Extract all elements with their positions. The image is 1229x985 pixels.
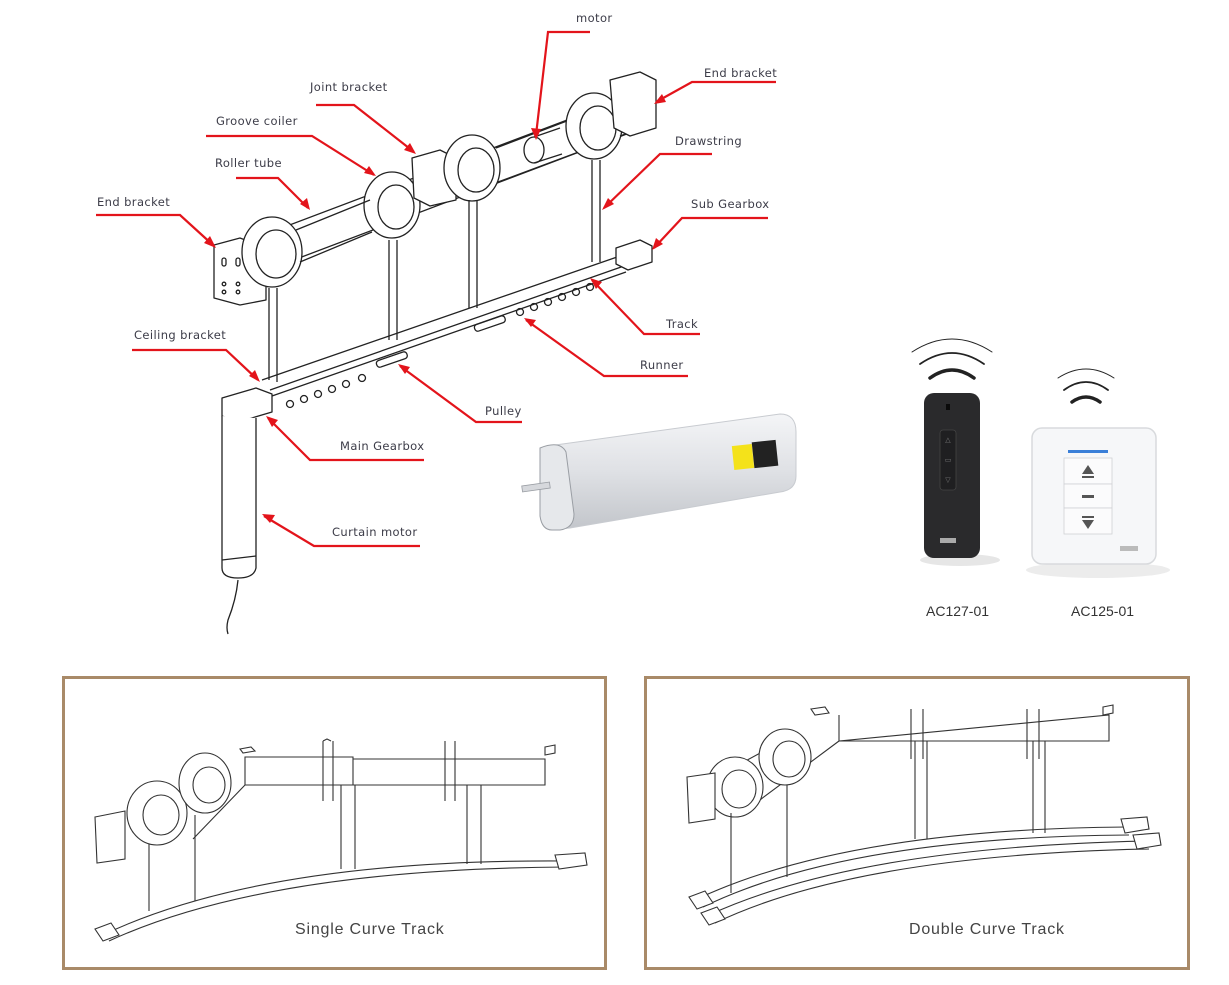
arrowhead-drawstring <box>602 198 614 210</box>
callout-end-bracket-right: End bracket <box>704 66 778 80</box>
callout-line-drawstring <box>603 152 712 209</box>
wireless-signal-icon-switch <box>1057 368 1115 379</box>
double-curve-track-panel: Double Curve Track <box>644 676 1190 970</box>
single-curve-track-panel: Single Curve Track <box>62 676 607 970</box>
svg-text:▽: ▽ <box>945 476 951 484</box>
arrowhead-ceiling-bracket <box>249 370 260 382</box>
main-assembly-drawing <box>96 30 776 635</box>
callout-sub-gearbox: Sub Gearbox <box>691 197 770 211</box>
down-arrow-icon <box>1082 516 1094 529</box>
wall-switch-model-label: AC125-01 <box>1071 603 1135 619</box>
callout-line-end-bracket-right <box>655 80 776 103</box>
up-arrow-icon <box>1082 465 1094 478</box>
callout-groove-coiler: Groove coiler <box>216 114 298 128</box>
callout-end-bracket-left: End bracket <box>97 195 171 209</box>
svg-text:▭: ▭ <box>945 456 952 464</box>
double-curve-track-drawing <box>686 704 1162 926</box>
callout-runner: Runner <box>640 358 684 372</box>
callout-line-groove-coiler <box>206 134 375 176</box>
arrowhead-pulley <box>398 364 410 374</box>
svg-text:△: △ <box>945 436 951 444</box>
callout-line-sub-gearbox <box>653 216 768 249</box>
callout-main-gearbox: Main Gearbox <box>340 439 425 453</box>
arrowhead-runner <box>524 318 536 327</box>
callout-track: Track <box>666 317 699 331</box>
callout-line-main-gearbox <box>267 417 424 462</box>
arrowhead-joint-bracket <box>404 143 416 154</box>
double-curve-track-title: Double Curve Track <box>909 921 1065 938</box>
arrowhead-main-gearbox <box>266 416 278 427</box>
single-curve-track-drawing <box>94 738 588 942</box>
remote-model-label: AC127-01 <box>926 603 990 619</box>
callout-line-joint-bracket <box>316 103 415 153</box>
callout-drawstring: Drawstring <box>675 134 743 148</box>
callout-curtain-motor: Curtain motor <box>332 525 418 539</box>
arrowhead-sub-gearbox <box>652 238 663 250</box>
callout-ceiling-bracket: Ceiling bracket <box>134 328 227 342</box>
stop-icon <box>1082 495 1094 498</box>
callout-motor: motor <box>576 11 613 25</box>
callout-line-pulley <box>399 365 522 424</box>
callout-line-ceiling-bracket <box>132 348 259 381</box>
arrowhead-track <box>590 278 602 289</box>
callout-line-curtain-motor <box>263 515 420 548</box>
callout-line-end-bracket-left <box>96 213 215 247</box>
callout-line-runner <box>525 319 688 378</box>
callout-pulley: Pulley <box>485 404 522 418</box>
callout-roller-tube: Roller tube <box>215 156 282 170</box>
callout-line-motor <box>534 30 590 136</box>
callout-line-track <box>591 279 700 336</box>
arrowhead-curtain-motor <box>262 514 275 523</box>
arrowhead-end-bracket-left <box>204 236 216 248</box>
arrowhead-groove-coiler <box>364 166 376 176</box>
arrowhead-roller-tube <box>300 198 310 210</box>
wireless-signal-icon-remote <box>911 338 993 353</box>
arrowhead-end-bracket-right <box>654 94 666 104</box>
single-curve-track-title: Single Curve Track <box>295 921 445 938</box>
callout-line-roller-tube <box>236 176 309 209</box>
callout-joint-bracket: Joint bracket <box>310 80 388 94</box>
arrowhead-motor <box>531 128 541 140</box>
